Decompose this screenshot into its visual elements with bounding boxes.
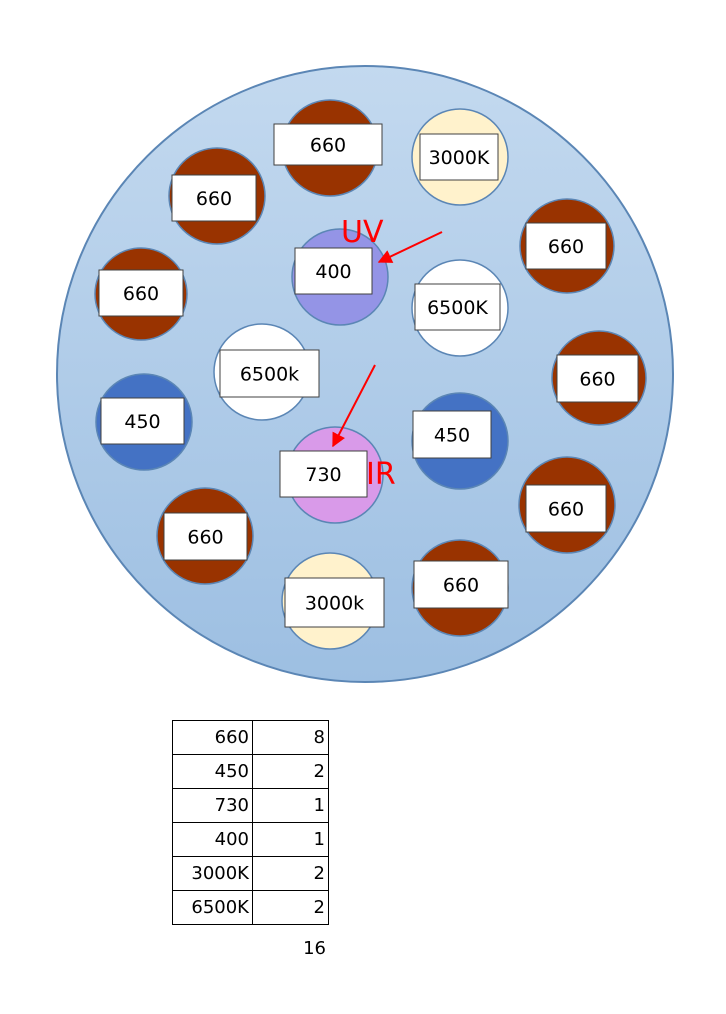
led-label: 660 [579,369,615,391]
led-red-660: 660 [156,487,254,585]
count-cell: 2 [252,856,329,891]
led-red-660: 660 [94,247,188,341]
led-cool-6500k: 6500K [411,259,509,357]
led-label: 3000K [429,147,490,169]
wavelength-cell: 660 [172,720,253,755]
led-label-box [294,247,373,295]
led-blue-450: 450 [411,392,509,490]
led-label: 660 [123,283,159,305]
uv-annotation-label: UV [341,215,384,250]
led-label: 3000k [305,593,364,615]
led-label: 660 [187,527,223,549]
uv-arrow [377,231,443,263]
led-cool-6500k: 6500k [213,323,320,421]
led-label-box [163,512,248,561]
led-label-box [273,123,383,166]
count-cell: 2 [252,890,329,925]
led-red-660: 660 [518,456,616,554]
led-label-box [556,354,639,403]
led-label: 6500k [240,364,299,386]
led-label: 660 [443,575,479,597]
led-red-660: 660 [168,147,266,245]
led-label: 660 [548,236,584,258]
led-label-box [279,450,368,498]
count-cell: 1 [252,822,329,857]
led-red-660: 660 [551,330,647,426]
led-ir-730: 730 [279,426,384,524]
led-label-box [414,283,501,331]
led-label-box [413,560,509,609]
wavelength-cell: 400 [172,822,253,857]
count-cell: 2 [252,754,329,789]
wavelength-cell: 3000K [172,856,253,891]
wavelength-cell: 450 [172,754,253,789]
led-blue-450: 450 [95,373,193,471]
led-label-box [525,484,607,533]
led-label: 730 [305,464,341,486]
ir-arrow [332,364,376,448]
annotations: UV IR [332,215,443,492]
led-label: 450 [124,411,160,433]
led-label-box [525,222,607,270]
led-label: 660 [310,135,346,157]
led-label-box [100,397,185,445]
wavelength-cell: 730 [172,788,253,823]
led-label: 400 [315,261,351,283]
led-label-box [219,349,320,398]
led-label: 6500K [427,297,488,319]
led-red-660: 660 [411,539,509,637]
led-warm-3000k: 3000k [281,552,385,650]
total-count: 16 [303,938,326,959]
wavelength-cell: 6500K [172,890,253,925]
led-label-box [419,133,499,181]
ir-annotation-label: IR [366,457,396,492]
led-label: 660 [196,188,232,210]
led-label-box [284,577,385,628]
led-label-box [171,174,257,222]
led-label: 450 [434,425,470,447]
led-warm-3000k: 3000K [411,108,509,206]
led-label-box [412,410,492,459]
count-cell: 1 [252,788,329,823]
led-label-box [98,269,184,317]
led-red-660: 660 [273,99,383,197]
led-uv-400: 400 [291,228,389,326]
led-array: 660 3000K 660 660 400 6500K 660 6500k 660 450 450 7… [94,99,647,650]
count-cell: 8 [252,720,329,755]
led-label: 660 [548,499,584,521]
led-red-660: 660 [519,198,615,294]
led-layout-diagram: 660 3000K 660 660 400 6500K 660 6500k 660 450 450 7… [56,65,674,683]
